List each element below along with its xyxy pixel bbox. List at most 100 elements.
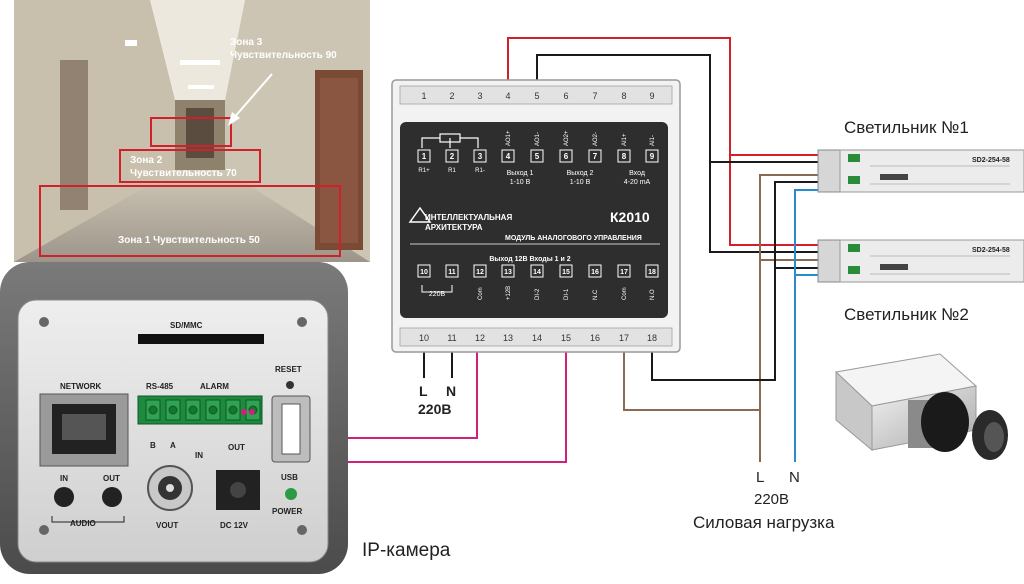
rs485-b-label: B [150, 441, 156, 450]
pin-box-2 [445, 149, 459, 163]
module-subtitle: МОДУЛЬ АНАЛОГОВОГО УПРАВЛЕНИЯ [505, 235, 642, 242]
top-terminal-9[interactable]: 9 [649, 91, 654, 101]
bottom-terminal-11[interactable]: 11 [447, 333, 456, 343]
lamp1-title: Светильник №1 [844, 118, 969, 137]
pin-label-7: AO2- [593, 132, 599, 146]
v220-module-label: 220В [429, 291, 446, 298]
bottom-terminal-10[interactable]: 10 [419, 333, 429, 343]
sd-slot[interactable] [138, 334, 264, 344]
pin-box-1 [417, 149, 431, 163]
pin-label-15: DI-1 [564, 288, 570, 300]
pin-number-18: 18 [648, 269, 656, 276]
out2-label: Выход 2 [567, 170, 594, 177]
pin-number-5: 5 [535, 152, 540, 161]
sd-label: SD/MMC [170, 321, 203, 330]
pin-box-13 [501, 264, 515, 278]
power-led-icon [285, 488, 297, 500]
pin-label-13: +12В [506, 286, 512, 300]
bottom-terminal-17[interactable]: 17 [619, 333, 629, 343]
zone2-box [119, 149, 261, 183]
alarm-label: ALARM [200, 382, 229, 391]
audio-in-jack[interactable] [54, 487, 74, 507]
alarm-in-label: IN [195, 451, 203, 460]
top-terminal-1[interactable]: 1 [421, 91, 426, 101]
pin-label-6: AO2+ [564, 130, 570, 146]
zone3-label: Зона 3 [230, 37, 263, 48]
network-label: NETWORK [60, 382, 102, 391]
pin-number-7: 7 [593, 152, 598, 161]
pin-box-8 [617, 149, 631, 163]
corridor-photo: Зона 3 Чувствительность 90 Зона 2 Чувств… [14, 0, 370, 262]
load-caption: Силовая нагрузка [693, 513, 835, 532]
bottom-terminal-14[interactable]: 14 [532, 333, 542, 343]
bottom-terminal-15[interactable]: 15 [561, 333, 571, 343]
brand-line1: ИНТЕЛЛЕКТУАЛЬНАЯ [425, 213, 512, 222]
top-terminal-2[interactable]: 2 [449, 91, 454, 101]
pin-box-9 [645, 149, 659, 163]
pin-number-13: 13 [504, 269, 512, 276]
right-supply-n: N [789, 469, 800, 486]
lamp1-model: SD2-254-58 [972, 157, 1010, 164]
pin-label-14: DI-2 [535, 288, 541, 300]
lamp1: Светильник №1 SD2-254-58 [817, 118, 1024, 193]
audio-out-label: OUT [103, 474, 120, 483]
out2-range: 1-10 В [570, 179, 591, 186]
zone2-label: Зона 2 [130, 155, 163, 166]
top-terminal-8[interactable]: 8 [621, 91, 626, 101]
bottom-terminal-18[interactable]: 18 [647, 333, 657, 343]
model-label: К2010 [610, 209, 650, 225]
left-supply-voltage: 220В [418, 401, 451, 417]
lamp2: SD2-254-58 Светильник №2 [817, 239, 1024, 324]
zone3-box [150, 117, 232, 147]
pin-number-2: 2 [450, 152, 455, 161]
dc-label: DC 12V [220, 521, 249, 530]
pin-number-1: 1 [422, 152, 427, 161]
top-terminal-4[interactable]: 4 [505, 91, 510, 101]
pin-number-10: 10 [420, 269, 428, 276]
rs485-label: RS-485 [146, 382, 174, 391]
pin-label-18: N.O [650, 289, 656, 300]
bottom-header: Выход 12В Входы 1 и 2 [489, 256, 570, 263]
top-terminal-7[interactable]: 7 [592, 91, 597, 101]
pin-box-7 [588, 149, 602, 163]
top-terminal-3[interactable]: 3 [477, 91, 482, 101]
zone1-label: Зона 1 Чувствительность 50 [118, 235, 260, 246]
pin-label-12: Com [478, 287, 484, 300]
alarm-wire-dot [241, 409, 247, 415]
bottom-terminal-13[interactable]: 13 [503, 333, 513, 343]
alarm-wire-dot [249, 409, 255, 415]
bottom-terminals: 10 11 12 13 14 15 16 17 18 [419, 333, 657, 343]
pin-number-12: 12 [476, 269, 484, 276]
rs485-a-label: A [170, 441, 176, 450]
pin-number-6: 6 [564, 152, 569, 161]
bottom-terminal-12[interactable]: 12 [475, 333, 485, 343]
audio-out-jack[interactable] [102, 487, 122, 507]
brand-logo-icon [408, 206, 432, 223]
ip-camera-panel: SD/MMC RESET NETWORK RS-485 ALARM B A IN… [0, 262, 348, 574]
pin-box-6 [559, 149, 573, 163]
audio-in-label: IN [60, 474, 68, 483]
zone3-arrow [231, 73, 273, 121]
pin-label-1: R1+ [418, 168, 430, 174]
pin-box-3 [473, 149, 487, 163]
input-range: 4-20 mA [624, 179, 651, 186]
power-label: POWER [272, 507, 302, 516]
pin-box-12 [473, 264, 487, 278]
pin-label-17: Com [622, 287, 628, 300]
pin-number-16: 16 [591, 269, 599, 276]
left-supply-l: L [419, 383, 428, 399]
top-terminal-6[interactable]: 6 [563, 91, 568, 101]
out1-range: 1-10 В [510, 179, 531, 186]
pin-label-3: R1- [475, 168, 485, 174]
pin-label-2: R1 [448, 168, 456, 174]
pin-box-18 [645, 264, 659, 278]
bottom-terminal-16[interactable]: 16 [590, 333, 600, 343]
input-label: Вход [629, 170, 645, 177]
reset-button[interactable] [286, 381, 294, 389]
out1-label: Выход 1 [507, 170, 534, 177]
vout-label: VOUT [156, 521, 178, 530]
top-terminal-5[interactable]: 5 [534, 91, 539, 101]
